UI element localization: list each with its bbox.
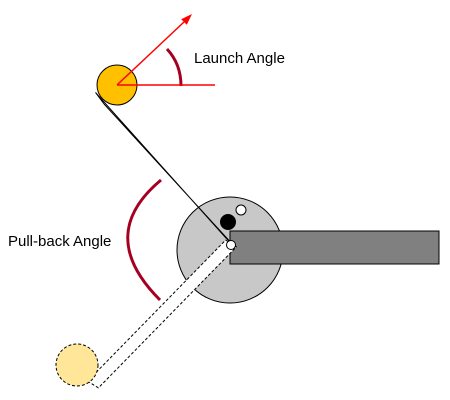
pullback-angle-label: Pull-back Angle [8,233,111,250]
stop-peg [220,214,236,230]
launch-direction-arrow [116,21,185,86]
launch-angle-label: Launch Angle [194,50,285,67]
disc-hole [235,204,247,216]
base-beam [229,230,440,265]
launch-arm [95,92,235,247]
pulled-back-arm [86,239,238,389]
pivot-pin [226,240,236,250]
launch-angle-arc [165,47,183,87]
pulled-back-ball [55,343,99,387]
pullback-angle-arc [126,178,162,302]
launch-arrow-head-icon [181,14,192,25]
